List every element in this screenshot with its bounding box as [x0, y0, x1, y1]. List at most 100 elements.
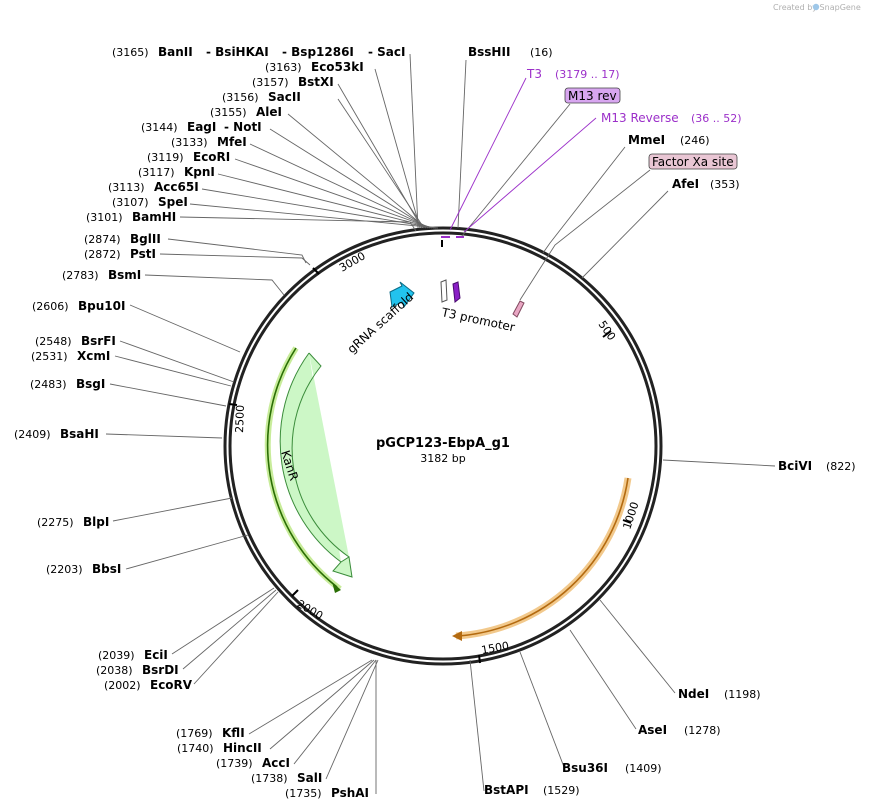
site-eagi[interactable]: EagI [187, 120, 216, 134]
site-pshai-pos: (1735) [285, 787, 322, 800]
site-psti-pos: (2872) [84, 248, 121, 261]
site-bsahi-pos: (2409) [14, 428, 51, 441]
site-blpi[interactable]: BlpI [83, 515, 109, 529]
grna-scaffold-label: gRNA scaffold [345, 290, 417, 356]
orf-arrowhead-icon [452, 631, 462, 641]
factor-xa-box[interactable] [648, 153, 738, 170]
site-ndei[interactable]: NdeI [678, 687, 709, 701]
t3-promoter-label: T3 promoter [439, 305, 516, 334]
site-sali[interactable]: SalI [297, 771, 322, 785]
feature-t3[interactable]: T3 [526, 67, 542, 81]
site-bglii[interactable]: BglII [130, 232, 161, 246]
site-bglii-pos: (2874) [84, 233, 121, 246]
site-pshai[interactable]: PshAI [331, 786, 369, 800]
backbone-outer [223, 226, 663, 666]
grna-scaffold-feature[interactable] [389, 281, 415, 309]
feature-t3-pos: (3179 .. 17) [555, 68, 620, 81]
tick-label-1500: 1500 [480, 639, 510, 657]
site-ecorv-pos: (2002) [104, 679, 141, 692]
site-mfei[interactable]: MfeI [217, 135, 247, 149]
site-hincii[interactable]: HincII [223, 741, 262, 755]
t3-leader-line [449, 77, 527, 231]
site-banii[interactable]: BanII [158, 45, 193, 59]
site-spei-pos: (3107) [112, 196, 149, 209]
kanr-feature[interactable] [279, 352, 353, 578]
site-bsp1286i[interactable]: - Bsp1286I [282, 45, 354, 59]
site-bsrfi-pos: (2548) [35, 335, 72, 348]
tick-label-2500: 2500 [233, 405, 247, 433]
site-kfli[interactable]: KflI [222, 726, 245, 740]
site-kfli-pos: (1769) [176, 727, 213, 740]
site-psti[interactable]: PstI [130, 247, 156, 261]
site-alei[interactable]: AleI [256, 105, 282, 119]
tick-1000 [622, 519, 632, 524]
site-eco53ki[interactable]: Eco53kI [311, 60, 364, 74]
m13-rev-label: M13 rev [568, 89, 617, 103]
site-bpu10i-pos: (2606) [32, 300, 69, 313]
site-mmei[interactable]: MmeI [628, 133, 665, 147]
m13-reverse-leader-line [463, 117, 597, 233]
site-ndei-pos: (1198) [724, 688, 761, 701]
site-afei[interactable]: AfeI [672, 177, 699, 191]
site-kpni[interactable]: KpnI [184, 165, 215, 179]
site-bcivi-pos: (822) [826, 460, 856, 473]
site-ecii-pos: (2039) [98, 649, 135, 662]
site-bstapi[interactable]: BstAPI [484, 783, 529, 797]
factor-xa-label: Factor Xa site [652, 155, 734, 169]
site-xcmi[interactable]: XcmI [77, 349, 110, 363]
site-bbsi-pos: (2203) [46, 563, 83, 576]
green-arc-line [266, 347, 338, 588]
site-banii-pos: (3165) [112, 46, 149, 59]
site-bstxi-pos: (3157) [252, 76, 289, 89]
m13-rev-box[interactable] [564, 87, 621, 104]
site-bsgi[interactable]: BsgI [76, 377, 105, 391]
site-spei[interactable]: SpeI [158, 195, 188, 209]
t3-promoter-marker[interactable] [452, 281, 461, 303]
site-ecori[interactable]: EcoRI [193, 150, 230, 164]
plasmid-length: 3182 bp [420, 452, 465, 465]
site-bsrdi[interactable]: BsrDI [142, 663, 179, 677]
site-sacii-pos: (3156) [222, 91, 259, 104]
factor-xa-marker[interactable] [512, 300, 525, 318]
site-bsshii[interactable]: BssHII [468, 45, 510, 59]
site-bcivi[interactable]: BciVI [778, 459, 812, 473]
site-bamhi-pos: (3101) [86, 211, 123, 224]
site-bstxi[interactable]: BstXI [298, 75, 334, 89]
site-bsu36i-pos: (1409) [625, 762, 662, 775]
site-bsihkai[interactable]: - BsiHKAI [206, 45, 269, 59]
green-arrowhead-icon [332, 582, 341, 593]
tick-2500 [228, 403, 238, 406]
orf-arc [455, 477, 632, 640]
site-bsu36i[interactable]: Bsu36I [562, 761, 608, 775]
site-sacii[interactable]: SacII [268, 90, 301, 104]
tick-1500 [478, 654, 481, 664]
site-bbsi[interactable]: BbsI [92, 562, 121, 576]
site-acci[interactable]: AccI [262, 756, 290, 770]
site-bsmi[interactable]: BsmI [108, 268, 141, 282]
tick-2000 [291, 589, 299, 597]
site-bsahi[interactable]: BsaHI [60, 427, 99, 441]
site-afei-pos: (353) [710, 178, 740, 191]
site-saci[interactable]: - SacI [368, 45, 405, 59]
site-bamhi[interactable]: BamHI [132, 210, 176, 224]
site-bsrfi[interactable]: BsrFI [81, 334, 116, 348]
site-asei[interactable]: AseI [638, 723, 667, 737]
snapgene-logo-icon [812, 3, 820, 11]
site-noti[interactable]: - NotI [224, 120, 262, 134]
site-bpu10i[interactable]: Bpu10I [78, 299, 125, 313]
backbone-inner [228, 231, 658, 661]
site-ecorv[interactable]: EcoRV [150, 678, 193, 692]
site-ecii[interactable]: EciI [144, 648, 168, 662]
site-hincii-pos: (1740) [177, 742, 214, 755]
site-ecori-pos: (3119) [147, 151, 184, 164]
site-alei-pos: (3155) [210, 106, 247, 119]
feature-m13-reverse-pos: (36 .. 52) [691, 112, 742, 125]
plasmid-name: pGCP123-EbpA_g1 [376, 436, 510, 451]
site-acc65i[interactable]: Acc65I [154, 180, 199, 194]
site-bsshii-pos: (16) [530, 46, 553, 59]
site-xcmi-pos: (2531) [31, 350, 68, 363]
site-blpi-pos: (2275) [37, 516, 74, 529]
feature-m13-reverse[interactable]: M13 Reverse [601, 111, 679, 125]
site-mmei-pos: (246) [680, 134, 710, 147]
